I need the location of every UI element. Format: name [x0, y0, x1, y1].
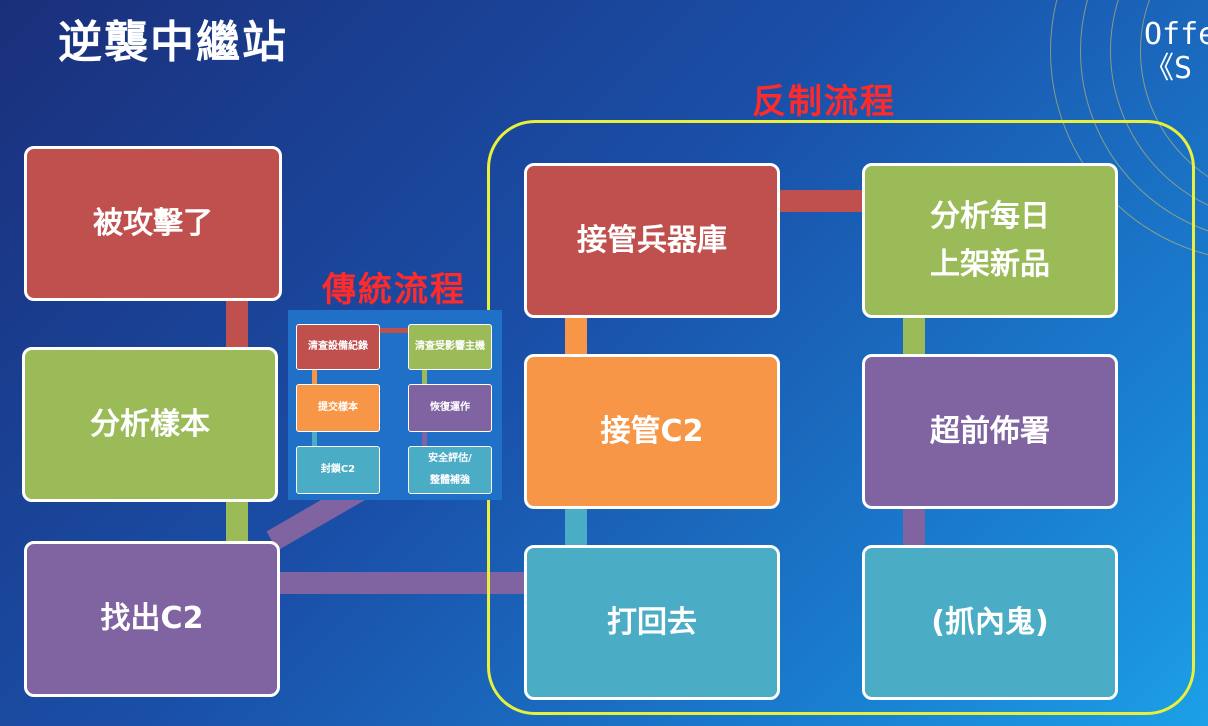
box-take-arsenal: 接管兵器庫 — [524, 163, 780, 318]
mini-check-logs: 清查設備紀錄 — [296, 324, 380, 370]
mini-connector-right-2 — [422, 432, 427, 446]
connector-arsenal-daily — [778, 190, 866, 212]
connector-daily-preempt — [903, 316, 925, 358]
mini-security-assess: 安全評估/ 整體補強 — [408, 446, 492, 494]
box-preempt: 超前佈署 — [862, 354, 1118, 509]
mini-check-hosts: 清查受影響主機 — [408, 324, 492, 370]
mini-block-c2: 封鎖C2 — [296, 446, 380, 494]
box-strike-back: 打回去 — [524, 545, 780, 700]
connector-analyze-find — [226, 500, 248, 544]
connector-preempt-insider — [903, 506, 925, 548]
connector-arsenal-c2 — [565, 316, 587, 358]
mini-connector-right-1 — [422, 370, 427, 384]
connector-find-strike — [280, 572, 528, 594]
box-find-c2: 找出C2 — [24, 541, 280, 697]
mini-connector-left-1 — [312, 370, 317, 384]
box-attacked: 被攻擊了 — [24, 146, 282, 301]
mini-submit-sample: 提交樣本 — [296, 384, 380, 432]
mini-connector-top — [378, 328, 410, 333]
box-catch-insider: (抓內鬼) — [862, 545, 1118, 700]
traditional-process-title: 傳統流程 — [322, 270, 466, 310]
traditional-process-panel: 清查設備紀錄 清查受影響主機 提交樣本 恢復運作 封鎖C2 安全評估/ 整體補強 — [288, 310, 502, 500]
mini-restore: 恢復運作 — [408, 384, 492, 432]
connector-attacked-analyze — [226, 298, 248, 350]
page-title: 逆襲中繼站 — [58, 17, 288, 68]
connector-c2-strike — [565, 506, 587, 548]
counter-process-title: 反制流程 — [752, 82, 896, 122]
mini-connector-left-2 — [312, 432, 317, 446]
box-analyze-sample: 分析樣本 — [22, 347, 278, 502]
box-take-c2: 接管C2 — [524, 354, 780, 509]
box-analyze-daily: 分析每日 上架新品 — [862, 163, 1118, 318]
corner-text: Offe 《S — [1144, 18, 1208, 86]
